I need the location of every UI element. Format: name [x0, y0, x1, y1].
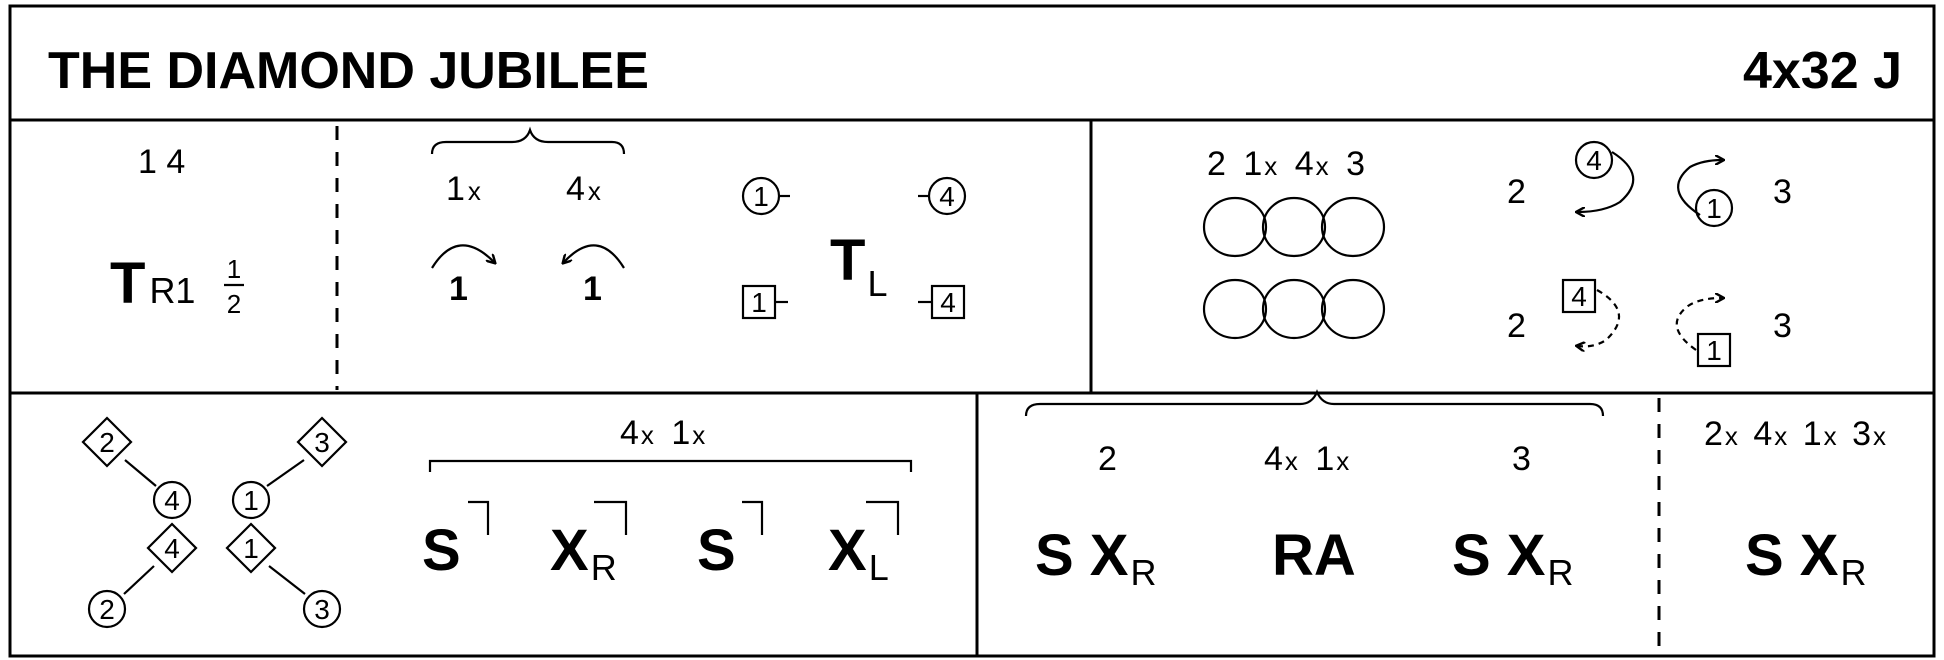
- bar4-figure-4: XL: [828, 518, 889, 588]
- bar3-cell: 2 1x 4x 3 2 4 1 3 2 4 1 3: [1202, 140, 1792, 368]
- bar3-circle-a: [1574, 140, 1614, 180]
- bar4-link-4: [268, 565, 306, 595]
- bar2-turn-b: 1: [583, 270, 602, 308]
- bar1-couples: 1 4: [138, 143, 185, 181]
- bar2-turn-arrow-b: [564, 244, 625, 269]
- bar3-side-top-right: 3: [1773, 173, 1792, 211]
- reel-loop-top-3: [1320, 196, 1386, 258]
- bar4-figure-3: S: [697, 518, 736, 583]
- bar3-side-top-left: 2: [1507, 173, 1526, 211]
- bar2-circle-b-label: 4: [939, 181, 955, 212]
- bar4-diamond-4-label: 1: [243, 533, 259, 564]
- dance-title: THE DIAMOND JUBILEE: [48, 42, 649, 100]
- bar3-circle-b: [1694, 188, 1734, 228]
- bar5-cell: 2 4x 1x 3 S XR RA S XR: [1024, 389, 1605, 593]
- reel-loop-top-2: [1261, 196, 1327, 258]
- bar2-figure: TL: [830, 228, 887, 304]
- bar4-diamond-1: [81, 416, 133, 468]
- bar4-circle-1: [152, 480, 192, 520]
- dance-formation: 4x32 J: [1743, 42, 1902, 100]
- bar4-circle-4: [302, 589, 342, 629]
- bar4-figure-1: S: [422, 518, 461, 583]
- bar3-square-b: [1696, 332, 1732, 368]
- bar2-square-b-label: 4: [940, 287, 956, 318]
- bar2-turn-arrow-a: [431, 244, 494, 269]
- bar5-mid-figure: RA: [1272, 523, 1356, 588]
- bar4-circle-3: [87, 589, 127, 629]
- bar5-mid-num: 4x 1x: [1264, 440, 1349, 478]
- bar5-brace: [1024, 389, 1605, 417]
- bar1-fraction-den: 2: [227, 289, 241, 319]
- bar3-circle-b-label: 1: [1706, 193, 1722, 224]
- bar4-circle-3-label: 2: [99, 594, 115, 625]
- reel-loop-bottom-2: [1261, 278, 1327, 340]
- bar3-order: 2 1x 4x 3: [1207, 145, 1365, 183]
- bar4-link-1: [124, 459, 157, 487]
- bar4-corner-3: [742, 500, 764, 535]
- bar6-order: 2x 4x 1x 3x: [1704, 415, 1886, 453]
- bar3-side-bottom-right: 3: [1773, 307, 1792, 345]
- reel-loop-bottom-1: [1202, 278, 1268, 340]
- bar4-figure-2: XR: [550, 518, 617, 588]
- bar4-diamond-3-label: 4: [164, 533, 180, 564]
- bar4-diamond-3: [146, 522, 198, 574]
- bar4-diamond-4: [225, 522, 277, 574]
- bar2-turn-a: 1: [449, 270, 468, 308]
- bar4-circle-2: [231, 480, 271, 520]
- bar6-cell: 2x 4x 1x 3x S XR: [1704, 415, 1886, 593]
- bar5-right-figure: S XR: [1452, 523, 1574, 593]
- bar4-corner-1: [468, 500, 490, 535]
- bar3-square-a: [1561, 278, 1597, 314]
- bar3-square-a-label: 4: [1571, 281, 1587, 312]
- outer-frame: [8, 4, 1936, 658]
- bar5-left-num: 2: [1098, 440, 1117, 478]
- bar1-fraction-num: 1: [227, 254, 241, 284]
- bar3-circle-a-label: 4: [1586, 145, 1602, 176]
- bar4-circle-1-label: 4: [164, 485, 180, 516]
- bar4-corner-4: [866, 500, 900, 535]
- reel-loop-bottom-3: [1320, 278, 1386, 340]
- bar4-diamond-2-label: 3: [314, 427, 330, 458]
- bar2-circle-a-label: 1: [753, 181, 769, 212]
- bar4-bracket: [428, 459, 913, 472]
- bar6-figure: S XR: [1745, 523, 1867, 593]
- bar4-circle-2-label: 1: [243, 485, 259, 516]
- bar3-cast-arrow-d: [1675, 298, 1722, 351]
- bar4-diamond-1-label: 2: [99, 427, 115, 458]
- reel-loop-top-1: [1202, 196, 1268, 258]
- bar4-cell: 2 3 4 1 4 1 2 3 4x 1x S XR S XL: [81, 414, 913, 629]
- bar2-square-a-label: 1: [751, 287, 767, 318]
- bar4-link-2: [266, 459, 305, 487]
- bar3-side-bottom-left: 2: [1507, 307, 1526, 345]
- bar3-square-b-label: 1: [1706, 335, 1722, 366]
- bar2-brace: [430, 126, 626, 155]
- bar3-cast-arrow-a: [1578, 151, 1635, 212]
- bar5-right-num: 3: [1512, 440, 1531, 478]
- bar4-corner-2: [594, 500, 628, 535]
- bar5-left-figure: S XR: [1035, 523, 1157, 593]
- bar3-cast-arrow-b: [1677, 160, 1722, 216]
- bar4-circle-4-label: 3: [314, 594, 330, 625]
- bar4-couples: 4x 1x: [620, 414, 705, 452]
- bar4-diamond-2: [296, 416, 348, 468]
- bar4-link-3: [123, 565, 155, 595]
